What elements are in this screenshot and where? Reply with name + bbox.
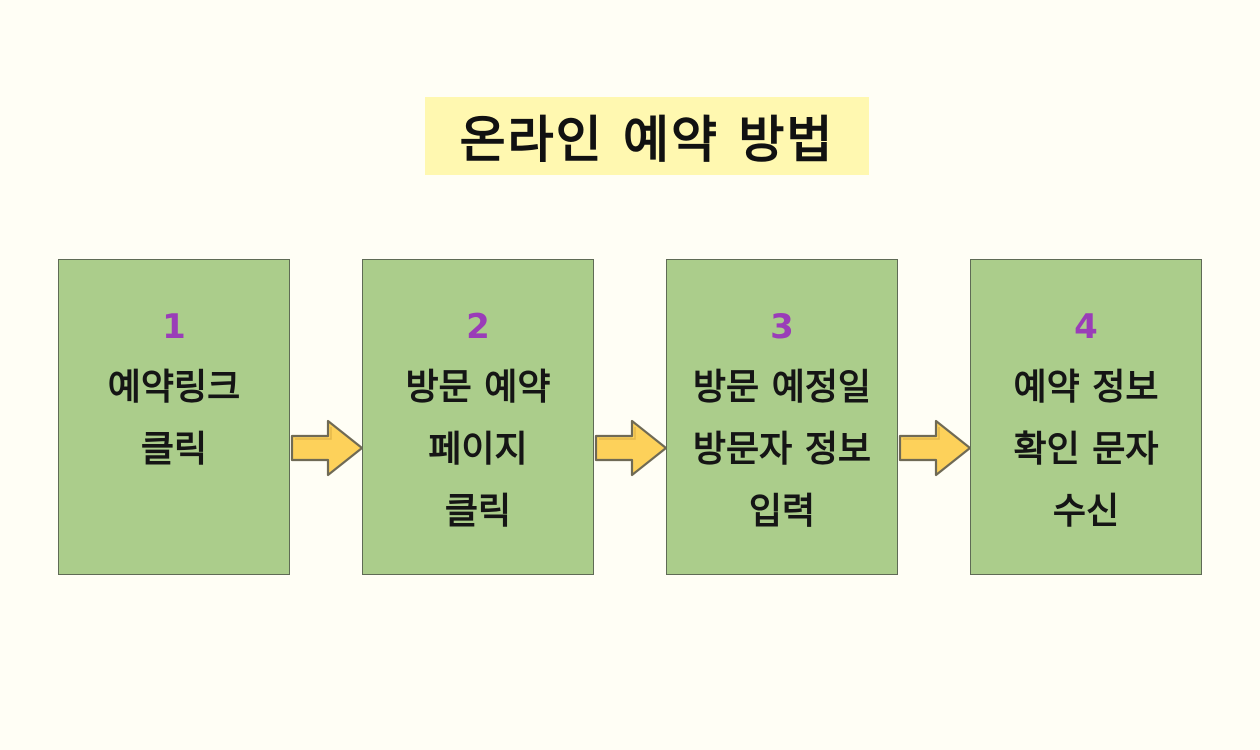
step-text: 예약링크 클릭: [107, 367, 241, 470]
step-box-4: 4 예약 정보 확인 문자 수신: [970, 259, 1202, 575]
step-box-2: 2 방문 예약 페이지 클릭: [362, 259, 594, 575]
right-arrow-icon: [290, 419, 364, 477]
step-text: 방문 예약 페이지 클릭: [405, 367, 551, 532]
step-number: 3: [770, 307, 794, 347]
step-text: 방문 예정일 방문자 정보 입력: [692, 367, 872, 532]
step-text: 예약 정보 확인 문자 수신: [1013, 367, 1159, 532]
right-arrow-icon: [898, 419, 972, 477]
title-highlight: 온라인 예약 방법: [425, 97, 869, 175]
step-number: 1: [162, 307, 186, 347]
step-number: 4: [1074, 307, 1098, 347]
step-box-1: 1 예약링크 클릭: [58, 259, 290, 575]
right-arrow-icon: [594, 419, 668, 477]
step-box-3: 3 방문 예정일 방문자 정보 입력: [666, 259, 898, 575]
page-title: 온라인 예약 방법: [459, 111, 835, 169]
step-number: 2: [466, 307, 490, 347]
